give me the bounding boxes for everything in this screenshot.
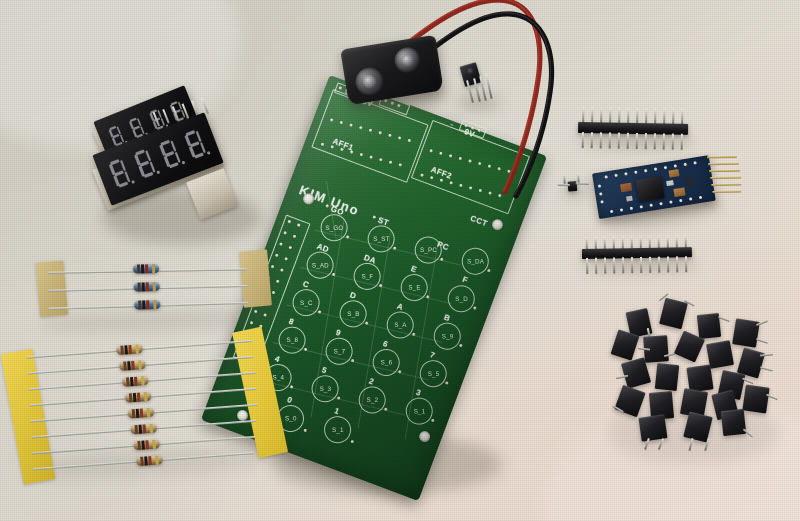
kim-uno-pcb: AFF1 AFF2 5V 9V CCT + − KIM Uno xyxy=(200,75,548,501)
resistor xyxy=(134,299,161,310)
key-switch: S_A xyxy=(382,307,418,343)
resistor xyxy=(133,282,160,292)
tactile-switch xyxy=(654,362,680,392)
key-label-9: 9 xyxy=(334,327,343,338)
key-switch: S_DA xyxy=(457,243,493,279)
arduino-gold-pin xyxy=(710,176,742,180)
tactile-switch xyxy=(610,329,640,361)
resistor xyxy=(122,375,149,387)
key-switch: S_AD xyxy=(302,247,338,283)
key-label-5: 5 xyxy=(320,365,329,376)
resistor xyxy=(127,407,155,419)
arduino-gold-pin xyxy=(712,190,742,194)
key-label-a: A xyxy=(395,301,405,313)
key-label-e: E xyxy=(409,264,419,275)
seven-segment-displays xyxy=(92,85,262,258)
key-switch: S_C xyxy=(288,285,324,321)
display-digit xyxy=(107,156,135,190)
silk-cct: CCT xyxy=(469,213,489,229)
key-switch: S_5 xyxy=(415,356,451,392)
key-switch: S_F xyxy=(349,258,385,294)
key-label-f: F xyxy=(461,274,470,286)
key-switch: S_6 xyxy=(368,345,404,380)
header-strip-top xyxy=(572,107,703,155)
resistor-tape-left xyxy=(0,348,56,485)
arduino-gold-pin xyxy=(711,183,742,187)
key-label-b: B xyxy=(442,312,452,324)
key-label-1: 1 xyxy=(333,406,341,417)
tactile-switch-pile xyxy=(600,292,800,482)
arduino-pro-mini xyxy=(584,146,753,240)
key-label-3: 3 xyxy=(414,387,423,398)
arduino-gold-pin xyxy=(707,155,738,159)
resistor xyxy=(116,344,143,356)
key-label-2: 2 xyxy=(367,376,376,387)
key-label-7: 7 xyxy=(428,350,437,361)
resistor-tape-right xyxy=(239,249,272,308)
key-switch: S_B xyxy=(335,296,371,332)
key-switch: S_E xyxy=(396,270,432,305)
key-label-6: 6 xyxy=(381,339,390,350)
key-switch: S_7 xyxy=(321,333,357,369)
tactile-switch xyxy=(720,408,747,437)
tactile-switch xyxy=(742,384,770,414)
battery-wires xyxy=(389,0,555,199)
key-switch: S_ST xyxy=(363,221,399,257)
resistor xyxy=(133,264,160,274)
key-switch: S_9 xyxy=(429,318,465,354)
arduino-gold-pin xyxy=(709,169,741,173)
display-digit xyxy=(132,147,160,181)
resistor xyxy=(124,391,152,403)
resistor xyxy=(119,360,146,371)
resistor xyxy=(130,423,158,435)
key-label-c: C xyxy=(301,279,311,290)
key-switch: S_D xyxy=(443,281,479,317)
tactile-switch xyxy=(659,297,688,330)
key-label-d: D xyxy=(348,290,358,301)
mounting-hole xyxy=(417,429,432,444)
resistor-group-carbon-film xyxy=(0,326,301,496)
display-digit xyxy=(157,137,185,171)
header-strip-bottom xyxy=(576,235,707,279)
battery-snap-connector xyxy=(330,0,580,199)
microcontroller-chip xyxy=(635,175,665,202)
mounting-hole xyxy=(490,217,505,232)
resistor xyxy=(133,439,160,451)
arduino-gold-pin xyxy=(708,162,740,166)
battery-snap-male xyxy=(353,65,386,98)
tactile-switch xyxy=(732,318,760,348)
battery-snap-female xyxy=(392,45,423,76)
loose-tactile-switch xyxy=(456,62,504,112)
display-digit xyxy=(182,127,211,161)
resistor xyxy=(136,455,163,467)
